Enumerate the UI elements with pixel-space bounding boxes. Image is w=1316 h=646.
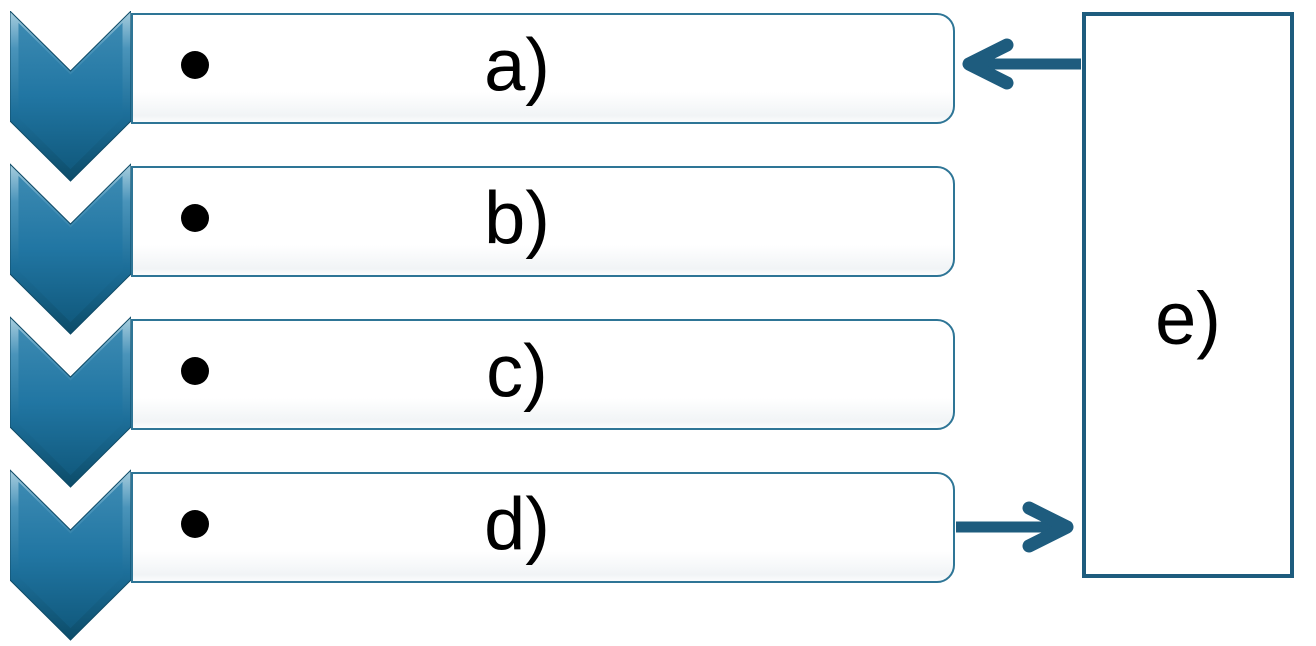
- list-item-a-label: a): [484, 22, 550, 106]
- list-item-a: a): [131, 13, 955, 124]
- bullet-icon: [181, 509, 209, 538]
- bullet-icon: [181, 356, 209, 385]
- side-box-e: e): [1082, 12, 1294, 578]
- list-item-b-label: b): [484, 175, 550, 259]
- chevron-down-icon: [10, 316, 131, 488]
- side-box-e-label: e): [1155, 277, 1221, 360]
- bullet-icon: [181, 50, 209, 79]
- arrow-right-icon: [956, 501, 1074, 553]
- chevron-column: [10, 11, 131, 641]
- arrow-left-icon: [962, 38, 1081, 90]
- list-item-c: c): [131, 319, 955, 430]
- chevron-down-icon: [10, 163, 131, 335]
- list-item-d: d): [131, 472, 955, 583]
- list-item-d-label: d): [484, 481, 550, 565]
- chevron-down-icon: [10, 469, 131, 641]
- bullet-icon: [181, 203, 209, 232]
- chevron-down-icon: [10, 11, 131, 182]
- list-item-c-label: c): [486, 328, 548, 412]
- list-item-b: b): [131, 166, 955, 277]
